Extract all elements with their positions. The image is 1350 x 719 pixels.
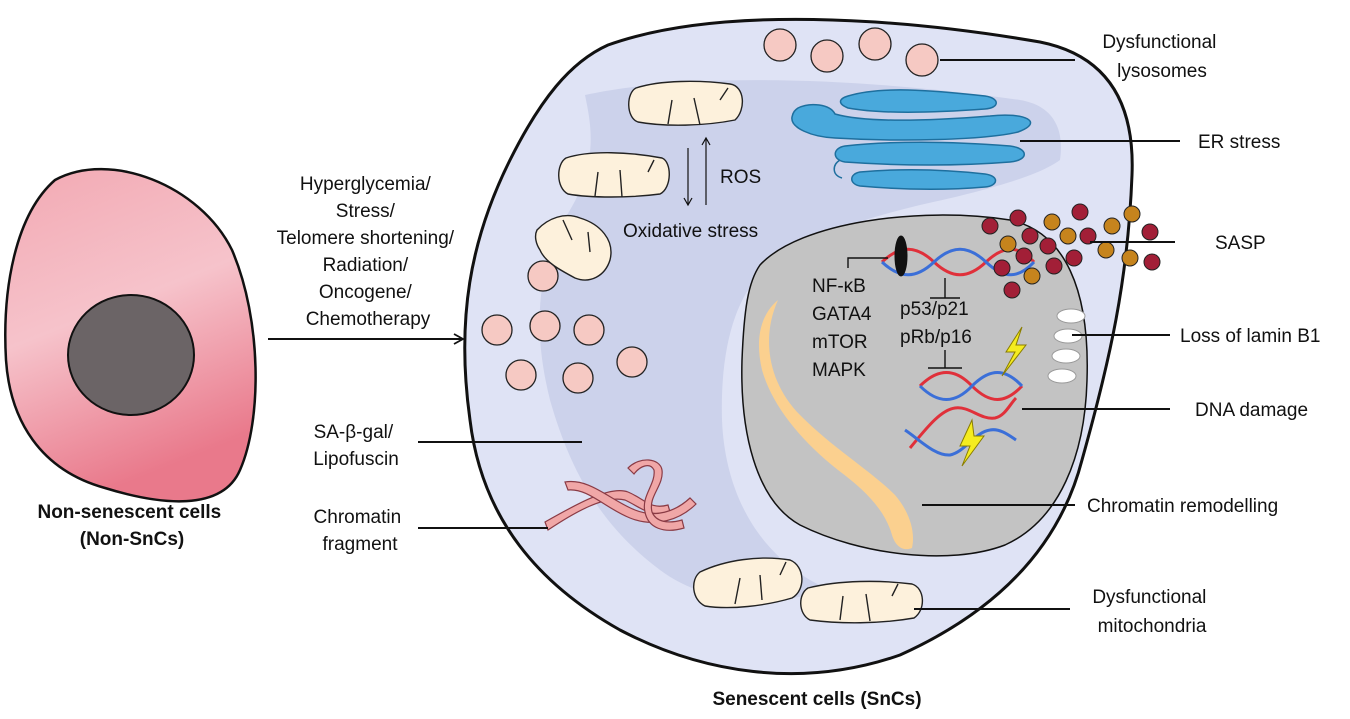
mitochondrion bbox=[534, 214, 612, 281]
label-er-stress: ER stress bbox=[1198, 132, 1280, 153]
mitochondrion bbox=[693, 557, 803, 609]
sasp-particles bbox=[981, 203, 1161, 299]
lysosomes bbox=[481, 27, 939, 394]
label-sasp: SASP bbox=[1215, 233, 1266, 254]
lysosome bbox=[573, 314, 605, 346]
chromatin-fragment bbox=[544, 459, 697, 531]
non-senescent-title: Non-senescent cells (Non-SnCs) bbox=[37, 502, 226, 550]
lysosome bbox=[810, 39, 844, 73]
label-dysfunctional-lysosomes: Dysfunctional lysosomes bbox=[1102, 32, 1221, 82]
pathway-list: NF-κB GATA4 mTOR MAPK bbox=[812, 276, 877, 381]
non-senescent-cell bbox=[4, 167, 257, 503]
label-chromatin-fragment: Chromatin fragment bbox=[314, 507, 407, 555]
lysosome bbox=[562, 362, 594, 394]
lysosome bbox=[529, 310, 561, 342]
endoplasmic-reticulum bbox=[791, 89, 1032, 190]
mitochondrion bbox=[628, 80, 743, 126]
lysosome bbox=[527, 260, 559, 292]
checkpoint-list: p53/p21 pRb/p16 bbox=[900, 299, 974, 348]
mitochondria bbox=[534, 80, 924, 624]
lysosome bbox=[481, 314, 513, 346]
inhibition-bars bbox=[847, 257, 962, 369]
lysosome bbox=[763, 28, 797, 62]
non-senescent-nucleus bbox=[67, 294, 195, 416]
nucleus-envelope bbox=[741, 214, 1088, 557]
lysosome bbox=[905, 43, 939, 77]
er-cisterna-2 bbox=[791, 103, 1032, 141]
label-sa-beta-gal: SA-β-gal/ Lipofuscin bbox=[313, 422, 399, 470]
lysosome bbox=[858, 27, 892, 61]
lysosome bbox=[505, 359, 537, 391]
nucleus bbox=[741, 214, 1088, 557]
mitochondrion bbox=[800, 580, 924, 624]
label-chromatin-remodelling: Chromatin remodelling bbox=[1087, 496, 1278, 517]
nuclear-pore bbox=[894, 235, 908, 277]
lamin-b1-fragments bbox=[1047, 308, 1086, 384]
senescent-title: Senescent cells (SnCs) bbox=[712, 689, 921, 710]
ros-label: ROS bbox=[720, 167, 761, 188]
inducer-list: Hyperglycemia/ Stress/ Telomere shorteni… bbox=[277, 174, 460, 330]
er-cisterna-5 bbox=[833, 159, 843, 179]
chromatin-remodelling-band bbox=[758, 300, 914, 550]
leader-lines bbox=[418, 59, 1180, 610]
oxidative-stress-label: Oxidative stress bbox=[623, 221, 758, 242]
label-dysfunctional-mitochondria: Dysfunctional mitochondria bbox=[1092, 587, 1211, 637]
label-dna-damage: DNA damage bbox=[1195, 400, 1308, 421]
er-cisterna-3 bbox=[834, 141, 1025, 166]
cytoplasm-band bbox=[539, 80, 1061, 601]
er-cisterna-1 bbox=[839, 89, 997, 113]
lysosome bbox=[616, 346, 648, 378]
mitochondrion bbox=[558, 152, 670, 198]
lightning-icon bbox=[959, 326, 1028, 467]
label-loss-of-lamin-b1: Loss of lamin B1 bbox=[1180, 326, 1320, 347]
er-cisterna-4 bbox=[851, 169, 997, 190]
